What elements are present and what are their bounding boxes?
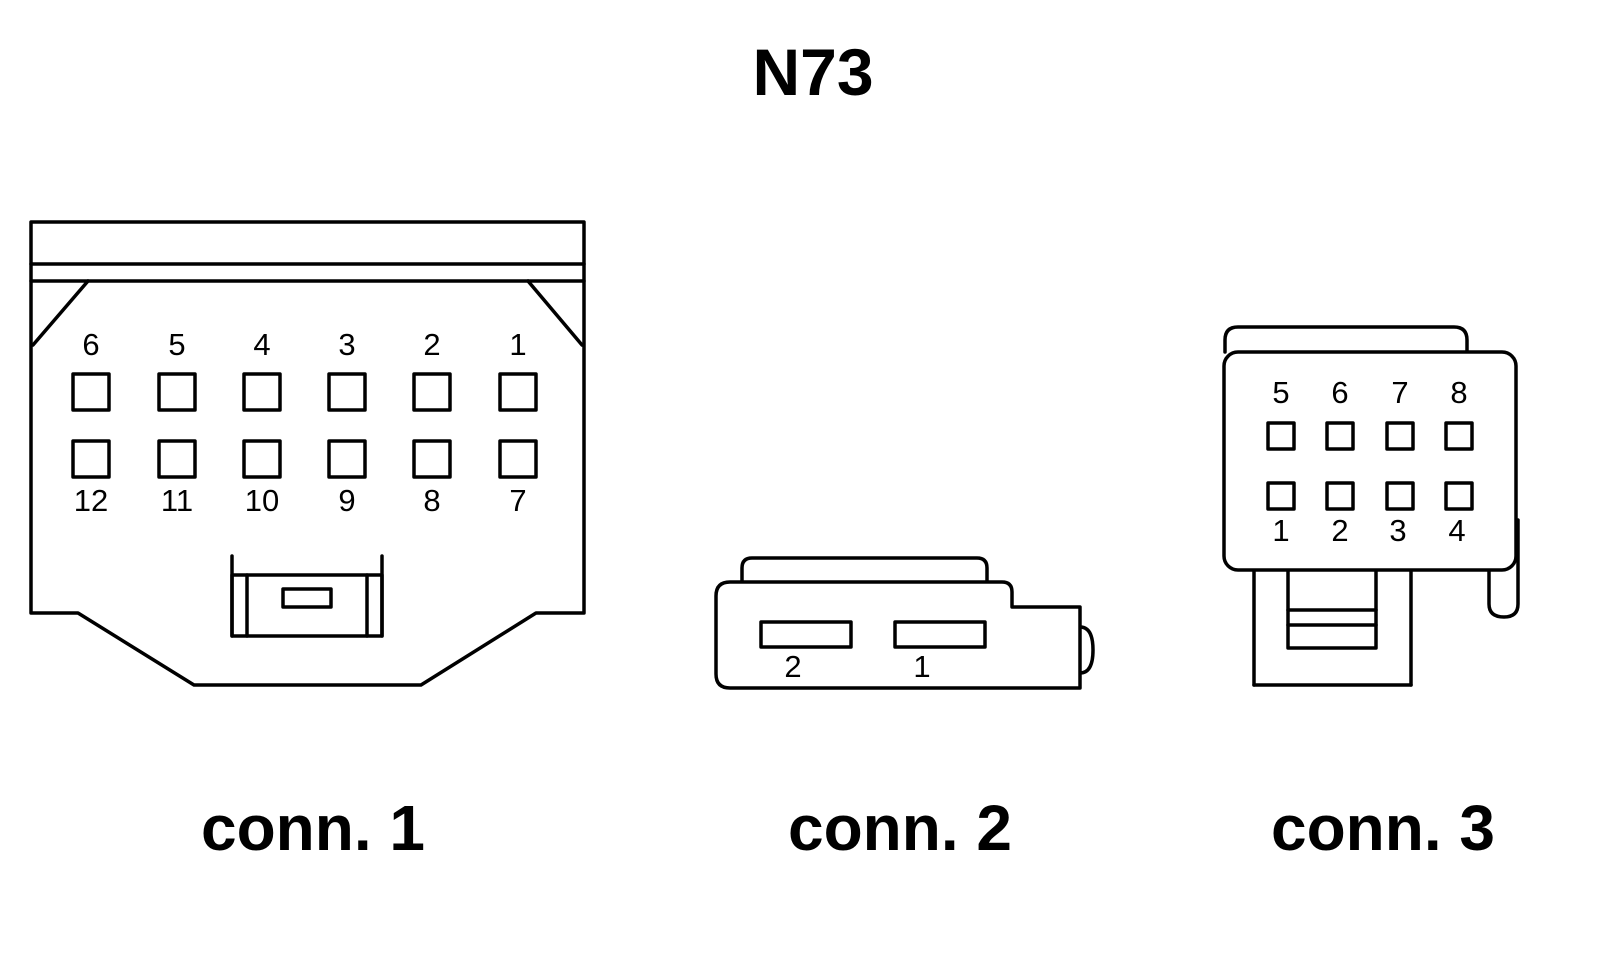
connector-1-pin-cavities (71, 372, 538, 479)
pin-number: 1 (509, 327, 526, 362)
pin-number: 4 (253, 327, 270, 362)
connector-3: 5 6 7 8 1 2 3 4 (1222, 325, 1520, 687)
pin-cavity (412, 439, 452, 479)
pin-cavity (1325, 481, 1355, 511)
pin-cavity (412, 372, 452, 412)
pin-number: 7 (1391, 375, 1408, 410)
pin-cavity (1444, 421, 1474, 451)
pin-cavity (1325, 421, 1355, 451)
connector-2-pin-slot (893, 620, 987, 649)
connector-1-left-chamfer (31, 279, 90, 347)
pin-number: 10 (245, 483, 279, 518)
connector-1-bottom-pin-numbers: 12 11 10 9 8 7 (74, 483, 527, 518)
pin-number: 7 (509, 483, 526, 518)
pin-number: 4 (1448, 513, 1465, 548)
connector-1-label: conn. 1 (201, 792, 425, 864)
pin-cavity (1385, 481, 1415, 511)
connector-3-lower-housing (1252, 558, 1413, 687)
connector-3-bottom-pin-numbers: 1 2 3 4 (1272, 513, 1465, 548)
pin-number: 3 (338, 327, 355, 362)
connector-3-side-latch (1487, 518, 1520, 619)
connector-3-rear-shell (1223, 325, 1469, 354)
pin-number: 1 (913, 649, 930, 684)
connector-2-side-tab (1078, 625, 1095, 675)
pin-number: 6 (82, 327, 99, 362)
connector-2-body (714, 580, 1082, 690)
pin-cavity (157, 439, 197, 479)
connector-2-pin-slot (759, 620, 853, 649)
pin-cavity (71, 372, 111, 412)
pin-cavity (242, 439, 282, 479)
pin-number: 2 (784, 649, 801, 684)
pin-number: 1 (1272, 513, 1289, 548)
connector-1: 6 5 4 3 2 1 12 11 10 9 8 7 (29, 220, 586, 687)
pin-number: 11 (161, 483, 193, 518)
connector-3-pin-cavities (1266, 421, 1474, 511)
pin-number: 5 (168, 327, 185, 362)
connector-2-rear-shell (740, 556, 989, 584)
connector-3-body (1222, 350, 1518, 572)
pin-number: 5 (1272, 375, 1289, 410)
pin-cavity (1266, 481, 1296, 511)
pin-cavity (327, 372, 367, 412)
connector-2: 2 1 (714, 556, 1095, 690)
pin-number: 2 (1331, 513, 1348, 548)
connector-2-label: conn. 2 (788, 792, 1012, 864)
pin-cavity (1385, 421, 1415, 451)
pin-number: 8 (1450, 375, 1467, 410)
pin-number: 2 (423, 327, 440, 362)
pin-number: 3 (1389, 513, 1406, 548)
pin-cavity (498, 439, 538, 479)
connector-1-top-pin-numbers: 6 5 4 3 2 1 (82, 327, 526, 362)
pin-cavity (1266, 421, 1296, 451)
pin-cavity (157, 372, 197, 412)
pin-number: 8 (423, 483, 440, 518)
pin-cavity (498, 372, 538, 412)
pin-number: 6 (1331, 375, 1348, 410)
connector-3-label: conn. 3 (1271, 792, 1495, 864)
diagram-title: N73 (752, 35, 873, 109)
pin-cavity (242, 372, 282, 412)
connector-3-top-pin-numbers: 5 6 7 8 (1272, 375, 1467, 410)
connector-1-right-chamfer (526, 279, 584, 347)
pin-cavity (1444, 481, 1474, 511)
connector-1-latch (230, 554, 384, 638)
connector-1-body (29, 279, 586, 687)
pin-number: 9 (338, 483, 355, 518)
connector-1-top-band (29, 220, 586, 283)
pin-cavity (71, 439, 111, 479)
pin-number: 12 (74, 483, 108, 518)
pin-cavity (327, 439, 367, 479)
